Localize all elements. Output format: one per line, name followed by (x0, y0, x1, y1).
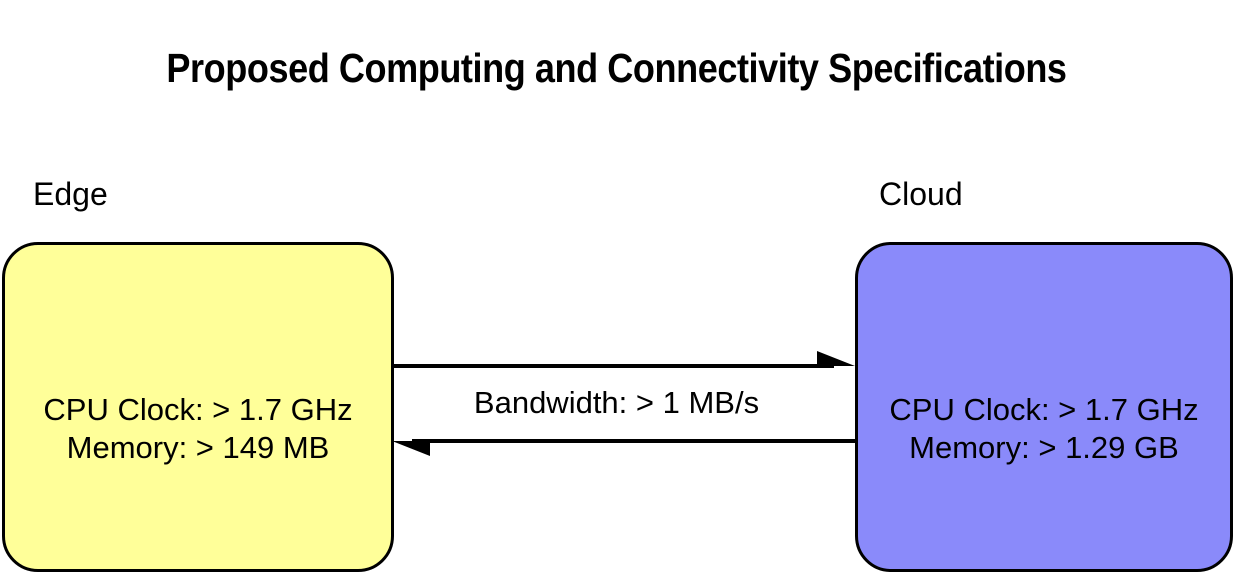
node-caption-edge: Edge (33, 176, 108, 212)
node-caption-cloud: Cloud (879, 176, 963, 212)
arrow-edge-to-cloud (394, 351, 855, 368)
node-specs-edge: CPU Clock: > 1.7 GHz Memory: > 149 MB (43, 391, 352, 467)
arrowhead-right-icon (817, 351, 855, 366)
connector-label-bandwidth: Bandwidth: > 1 MB/s (473, 385, 760, 420)
arrowhead-left-icon (392, 441, 430, 456)
node-spec-line: CPU Clock: > 1.7 GHz (889, 392, 1199, 428)
node-spec-line: Memory: > 1.29 GB (909, 430, 1179, 465)
arrow-cloud-to-edge (392, 439, 855, 456)
node-spec-line: Memory: > 149 MB (66, 430, 330, 465)
node-specs-cloud: CPU Clock: > 1.7 GHz Memory: > 1.29 GB (889, 391, 1198, 467)
node-box-cloud[interactable]: CPU Clock: > 1.7 GHz Memory: > 1.29 GB (855, 242, 1233, 572)
page-title: Proposed Computing and Connectivity Spec… (166, 45, 1067, 91)
node-spec-line: CPU Clock: > 1.7 GHz (43, 392, 353, 428)
node-box-edge[interactable]: CPU Clock: > 1.7 GHz Memory: > 149 MB (2, 242, 394, 572)
